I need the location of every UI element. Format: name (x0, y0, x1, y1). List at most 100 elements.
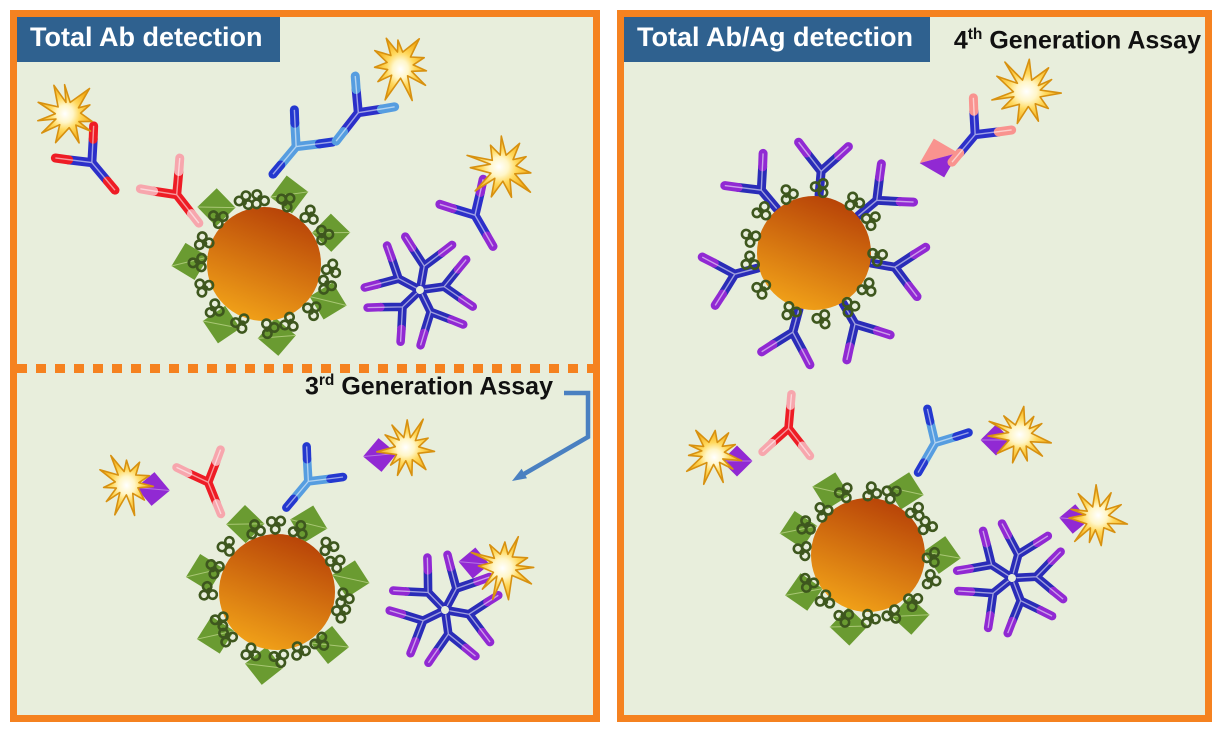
detection-label-starburst (987, 405, 1053, 464)
microparticle-bead (219, 534, 335, 650)
antigen-diamond (310, 626, 350, 665)
right-panel-illustration (685, 58, 1129, 646)
peptide-cluster (317, 274, 338, 295)
peptide-cluster (867, 247, 889, 267)
peptide-cluster (903, 593, 924, 613)
capture-antibody (853, 159, 919, 221)
peptide-cluster (881, 604, 902, 624)
peptide-cluster (279, 311, 299, 332)
peptide-cluster (740, 250, 761, 271)
igm-monomer (363, 286, 424, 347)
peptide-cluster (781, 300, 802, 321)
detection-label-starburst (470, 535, 535, 601)
peptide-cluster (335, 587, 355, 608)
peptide-cluster (780, 184, 799, 206)
labeled-antihuman-antibody (50, 121, 120, 195)
peptide-cluster (833, 482, 853, 504)
igm-monomer (388, 553, 449, 614)
right-panel-header-label: Total Ab/Ag detection (637, 22, 913, 52)
peptide-cluster (218, 627, 239, 648)
peptide-cluster (860, 608, 881, 629)
peptide-cluster (216, 535, 235, 557)
igm-monomer (442, 591, 503, 647)
peptide-cluster (796, 515, 816, 535)
peptide-cluster (799, 572, 820, 593)
detection-label-starburst (36, 83, 93, 144)
igm-monomer (952, 526, 1016, 582)
igm-monomer (401, 232, 457, 293)
igm-monomer (417, 255, 478, 311)
peptide-cluster (320, 258, 342, 279)
peptide-cluster (814, 502, 834, 523)
labeled-antihuman-antibody (331, 71, 400, 146)
peptide-cluster (268, 649, 290, 669)
peptide-cluster (809, 177, 829, 199)
peptide-cluster (250, 189, 271, 210)
peptide-cluster (841, 296, 861, 318)
peptide-cluster (233, 190, 254, 211)
capture-antibody (720, 148, 782, 214)
detection-label-starburst (1068, 483, 1129, 547)
peptide-cluster (291, 641, 311, 661)
patient-igg-antibody (172, 445, 226, 519)
microparticle-bead (757, 196, 871, 310)
peptide-cluster (260, 318, 280, 340)
patient-igg-antibody (913, 404, 973, 477)
igm-monomer (997, 519, 1053, 581)
peptide-cluster (204, 298, 225, 318)
panel-total-ab-detection: Total Ab detection 3rd Generation Assay (10, 10, 600, 722)
right-panel-header: Total Ab/Ag detection (624, 17, 930, 62)
panel-total-ab-ag-detection: Total Ab/Ag detection 4th Generation Ass… (617, 10, 1212, 722)
patient-igg-antibody (758, 389, 815, 461)
peptide-cluster (811, 309, 831, 330)
peptide-cluster (740, 228, 762, 248)
igm-pentamer (952, 519, 1068, 638)
peptide-cluster (844, 191, 866, 211)
peptide-cluster (187, 252, 208, 273)
gen4-assay-label: 4th Generation Assay (954, 26, 1201, 55)
labeled-antihuman-antibody (435, 174, 498, 251)
peptide-cluster (881, 485, 902, 505)
antigen-diamond (244, 646, 283, 685)
peptide-cluster (792, 541, 812, 562)
assay-arrow (512, 390, 591, 481)
peptide-cluster (751, 201, 772, 221)
antigen-diamond (290, 505, 328, 543)
dotted-separator (17, 364, 593, 373)
peptide-cluster (751, 279, 772, 300)
detection-label-starburst (373, 37, 428, 102)
detection-label-starburst (375, 418, 436, 477)
peptide-cluster (309, 631, 330, 651)
peptide-cluster (833, 609, 855, 628)
p24-antigen-diamond (919, 138, 959, 178)
peptide-cluster (230, 313, 250, 334)
antigen-coated-microparticle (171, 175, 351, 356)
peptide-cluster (917, 515, 939, 536)
peptide-cluster (921, 569, 942, 590)
peptide-cluster (302, 301, 322, 322)
peptide-cluster (276, 192, 296, 213)
peptide-cluster (862, 481, 883, 502)
patient-igg-antibody (268, 105, 338, 179)
peptide-cluster (856, 277, 877, 297)
gen4-ordinal: th (967, 26, 983, 43)
antigen-diamond (197, 188, 236, 227)
patient-igg-antibody (282, 442, 348, 512)
microparticle-bead (811, 498, 925, 612)
capture-antibody (866, 242, 931, 302)
gen3-assay-label: 3rd Generation Assay (305, 372, 553, 401)
peptide-cluster (814, 589, 836, 609)
antigen-diamond (829, 607, 868, 646)
detection-label-starburst (685, 429, 743, 486)
igm-monomer (953, 574, 1016, 633)
peptide-cluster (193, 231, 215, 251)
peptide-cluster (265, 515, 287, 535)
left-panel-header: Total Ab detection (17, 17, 280, 62)
peptide-cluster (921, 546, 941, 568)
microparticle-bead (207, 207, 321, 321)
igm-monomer (441, 550, 494, 613)
igm-monomer (360, 241, 423, 294)
labeled-antigen-diamond (458, 547, 490, 579)
igm-monomer (1003, 575, 1057, 638)
peptide-cluster (319, 536, 340, 557)
